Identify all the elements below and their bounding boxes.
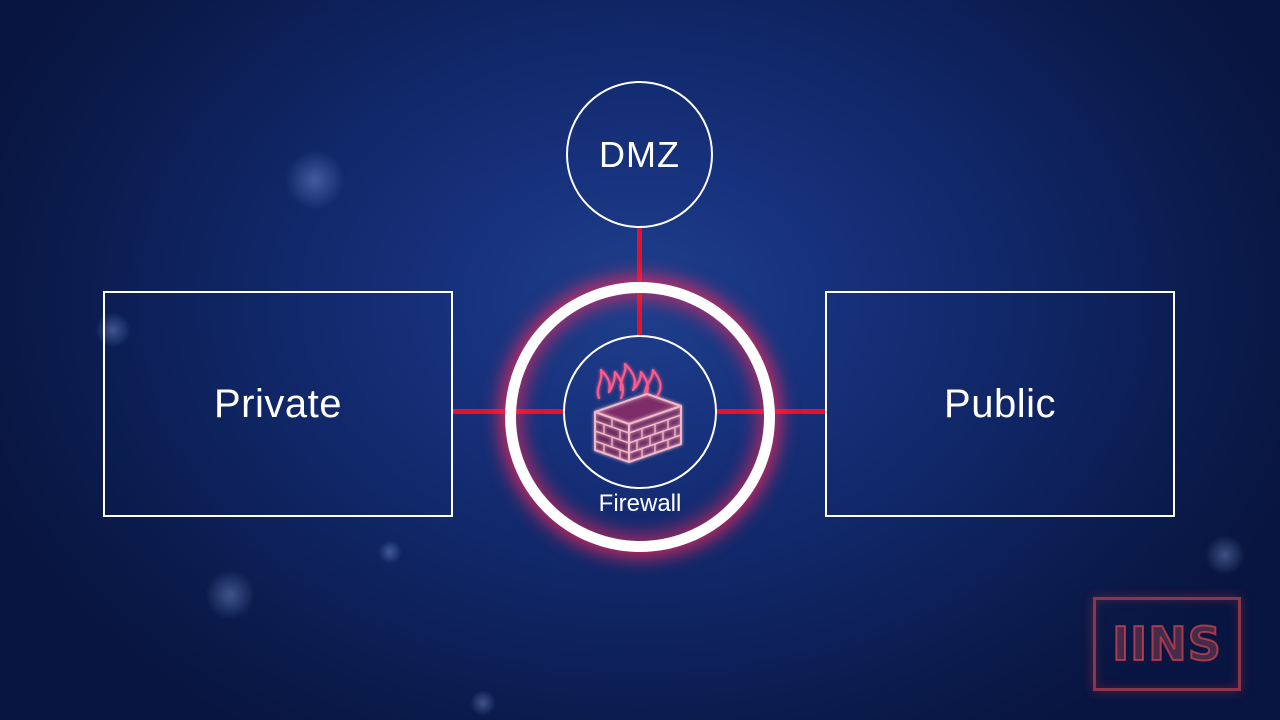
- link-dmz-firewall: [637, 228, 642, 335]
- firewall-inner-circle: [563, 335, 717, 489]
- bokeh-light: [95, 312, 131, 348]
- public-network-box: Public: [825, 291, 1175, 517]
- bokeh-light: [285, 150, 345, 210]
- dmz-node: DMZ: [566, 81, 713, 228]
- bokeh-light: [470, 690, 496, 716]
- private-label: Private: [214, 381, 342, 426]
- bokeh-light: [205, 570, 255, 620]
- bokeh-light: [1205, 535, 1245, 575]
- firewall-label: Firewall: [598, 490, 682, 517]
- dmz-label: DMZ: [599, 133, 680, 175]
- firewall-glow-ring: [505, 282, 775, 552]
- logo-text: IINS: [1111, 616, 1222, 672]
- iins-logo: IINS: [1093, 597, 1241, 691]
- firewall-icon: [594, 362, 682, 463]
- private-network-box: Private: [103, 291, 453, 517]
- bokeh-light: [378, 540, 402, 564]
- public-label: Public: [944, 381, 1056, 426]
